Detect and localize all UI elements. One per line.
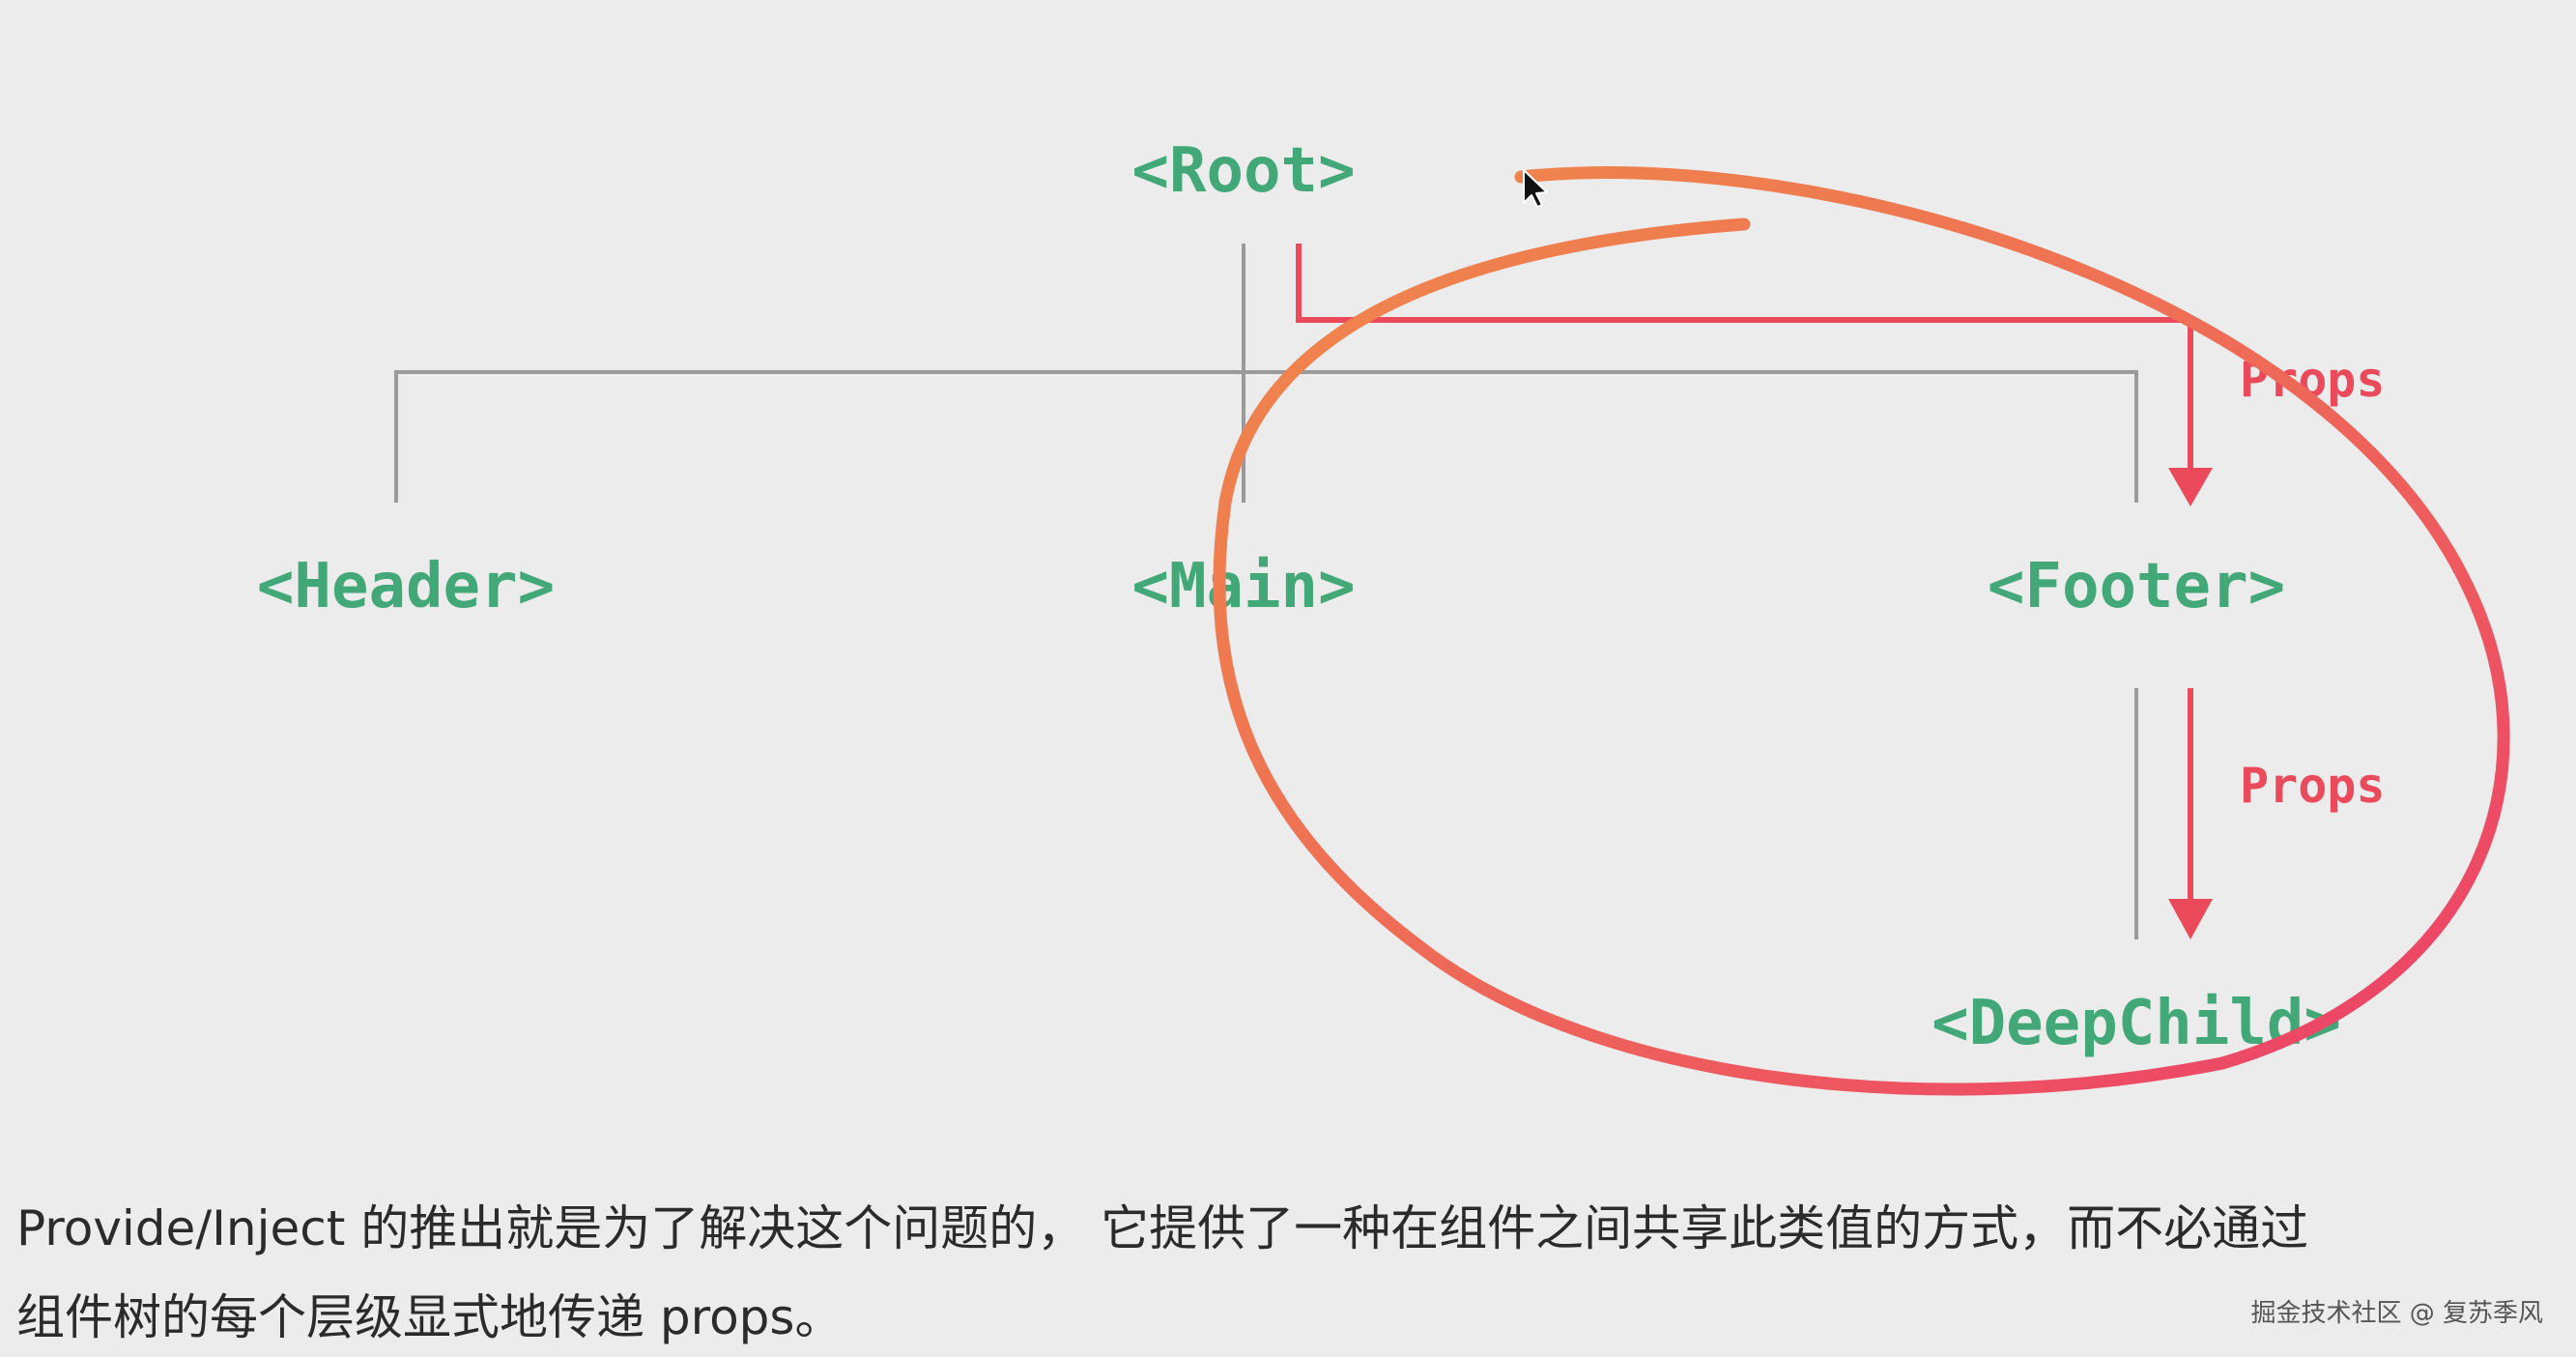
watermark: 掘金技术社区 @ 复苏季风 (2250, 1299, 2543, 1328)
props-arrows (1296, 244, 2193, 901)
node-main: <Main> (1131, 551, 1355, 622)
caption-line-2: 组件树的每个层级显式地传递 props。 (16, 1289, 844, 1345)
arrowhead-to-deepchild (2168, 899, 2213, 939)
mouse-cursor-icon (1523, 169, 1548, 208)
caption-line-1: Provide/Inject 的推出就是为了解决这个问题的， 它提供了一种在组件… (16, 1200, 2309, 1256)
props-label-footer-deepchild: Props (2240, 758, 2386, 814)
tree-branch-bar (394, 370, 2138, 503)
arrowhead-to-footer (2168, 468, 2213, 506)
props-arrow-root-to-footer (1296, 244, 2193, 472)
node-header: <Header> (257, 551, 555, 622)
node-root: <Root> (1131, 135, 1355, 207)
hand-drawn-annotation-circle (1213, 166, 2510, 1096)
node-footer: <Footer> (1988, 551, 2285, 622)
caption-text: Provide/Inject 的推出就是为了解决这个问题的， 它提供了一种在组件… (16, 1184, 2567, 1357)
